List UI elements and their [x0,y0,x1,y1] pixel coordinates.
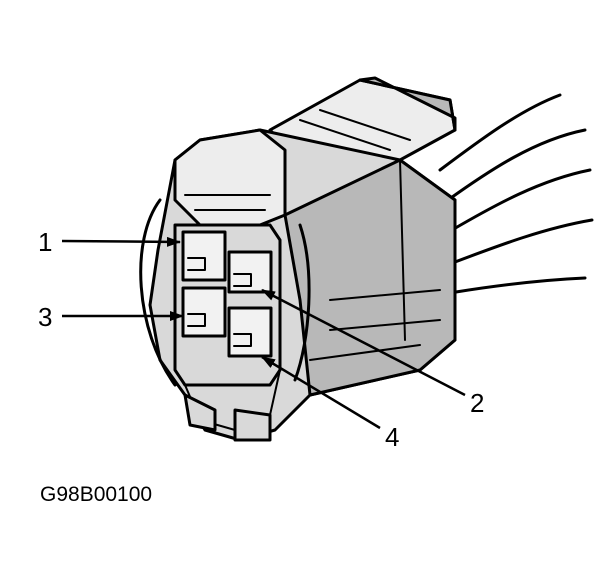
terminal-cavity-4 [227,306,273,358]
callout-label-3: 3 [38,302,52,332]
figure-code: G98B00100 [40,483,152,506]
terminal-cavity-1 [181,230,227,282]
leader-line-4 [261,355,381,430]
leader-line-2 [261,288,466,397]
terminal-cavity-2 [227,250,273,294]
lower-tab [183,393,272,442]
callout-label-4: 4 [385,422,399,452]
callout-label-2: 2 [470,388,484,418]
callout-label-1: 1 [38,227,52,257]
wire-bundle [438,93,594,294]
terminal-cavity-3 [181,286,227,338]
leader-line-1 [61,236,181,247]
